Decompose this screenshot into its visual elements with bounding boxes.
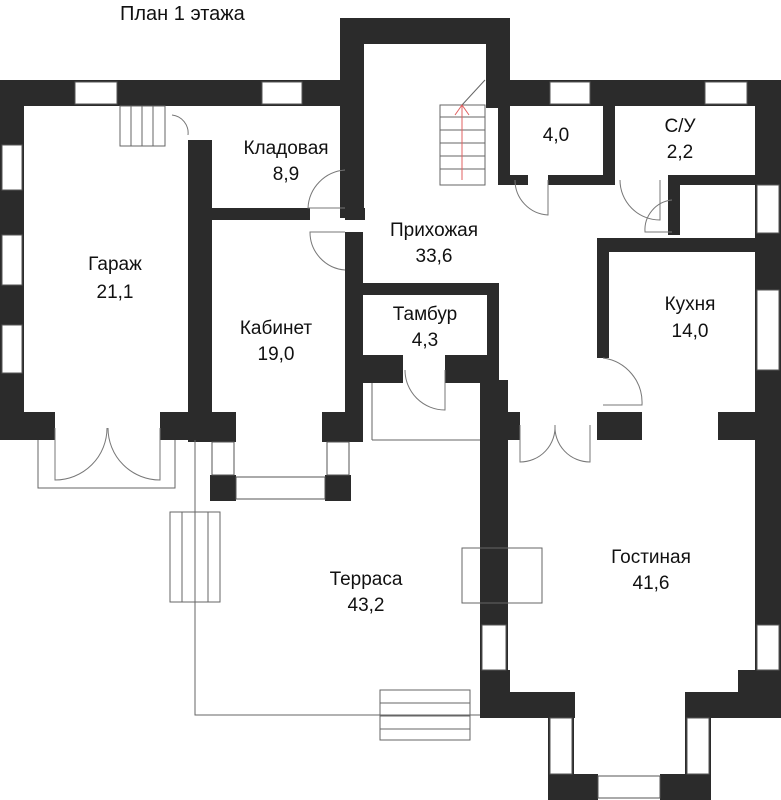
doors (54, 114, 673, 481)
room-area-kitchen: 14,0 (672, 321, 709, 342)
windows (1, 81, 780, 799)
room-area-wc: 2,2 (667, 142, 693, 163)
room-name-pantry: Кладовая (243, 138, 328, 159)
room-name-garage: Гараж (88, 254, 142, 275)
room-area-hall: 33,6 (416, 246, 453, 267)
room-area-vestibule: 4,3 (412, 330, 438, 351)
room-labels: Гараж 21,1 Кладовая 8,9 Прихожая 33,6 4,… (88, 116, 715, 616)
room-name-hall: Прихожая (390, 220, 478, 241)
room-name-wc: С/У (664, 116, 696, 137)
room-area-terrace: 43,2 (348, 595, 385, 616)
stairs-and-outlines (37, 79, 543, 741)
room-area-garage: 21,1 (97, 282, 134, 303)
room-name-study: Кабинет (240, 318, 313, 339)
room-area-living: 41,6 (633, 573, 670, 594)
room-area-pantry: 8,9 (273, 164, 299, 185)
room-area-small: 4,0 (543, 125, 569, 146)
room-name-vestibule: Тамбур (393, 304, 458, 325)
room-name-kitchen: Кухня (665, 294, 716, 315)
room-area-study: 19,0 (258, 344, 295, 365)
room-name-terrace: Терраса (330, 569, 403, 590)
room-name-living: Гостиная (611, 547, 691, 568)
plan-title: План 1 этажа (120, 3, 246, 25)
